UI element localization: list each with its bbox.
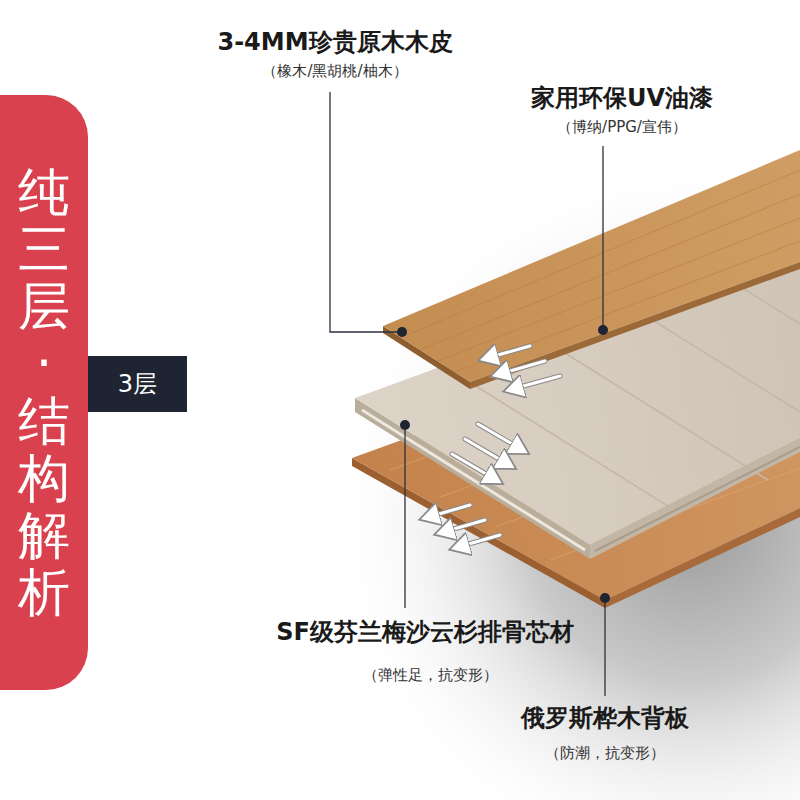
badge-text: 3层	[118, 368, 157, 400]
title-panel: 纯三层·结构解析	[0, 95, 88, 690]
part-note: （防潮，抗变形）	[545, 744, 665, 762]
layer-badge: 3层	[88, 356, 187, 412]
part-note: （弹性足，抗变形）	[363, 666, 498, 684]
part-note: （橡木/黑胡桃/柚木）	[262, 62, 407, 80]
vertical-title: 纯三层·结构解析	[18, 164, 70, 622]
part-name: 家用环保UV油漆	[531, 84, 713, 113]
direction-arrows	[425, 346, 560, 548]
leader-dots	[397, 325, 610, 603]
oak-veneer	[383, 150, 800, 389]
part-name: 3-4MM珍贵原木木皮	[217, 28, 452, 57]
part-name: 俄罗斯桦木背板	[521, 704, 689, 733]
part-note: （博纳/PPG/宣伟）	[557, 118, 687, 136]
leader-lines	[330, 92, 605, 696]
part-name: SF级芬兰梅沙云杉排骨芯材	[276, 618, 574, 647]
background-shade	[300, 150, 800, 800]
